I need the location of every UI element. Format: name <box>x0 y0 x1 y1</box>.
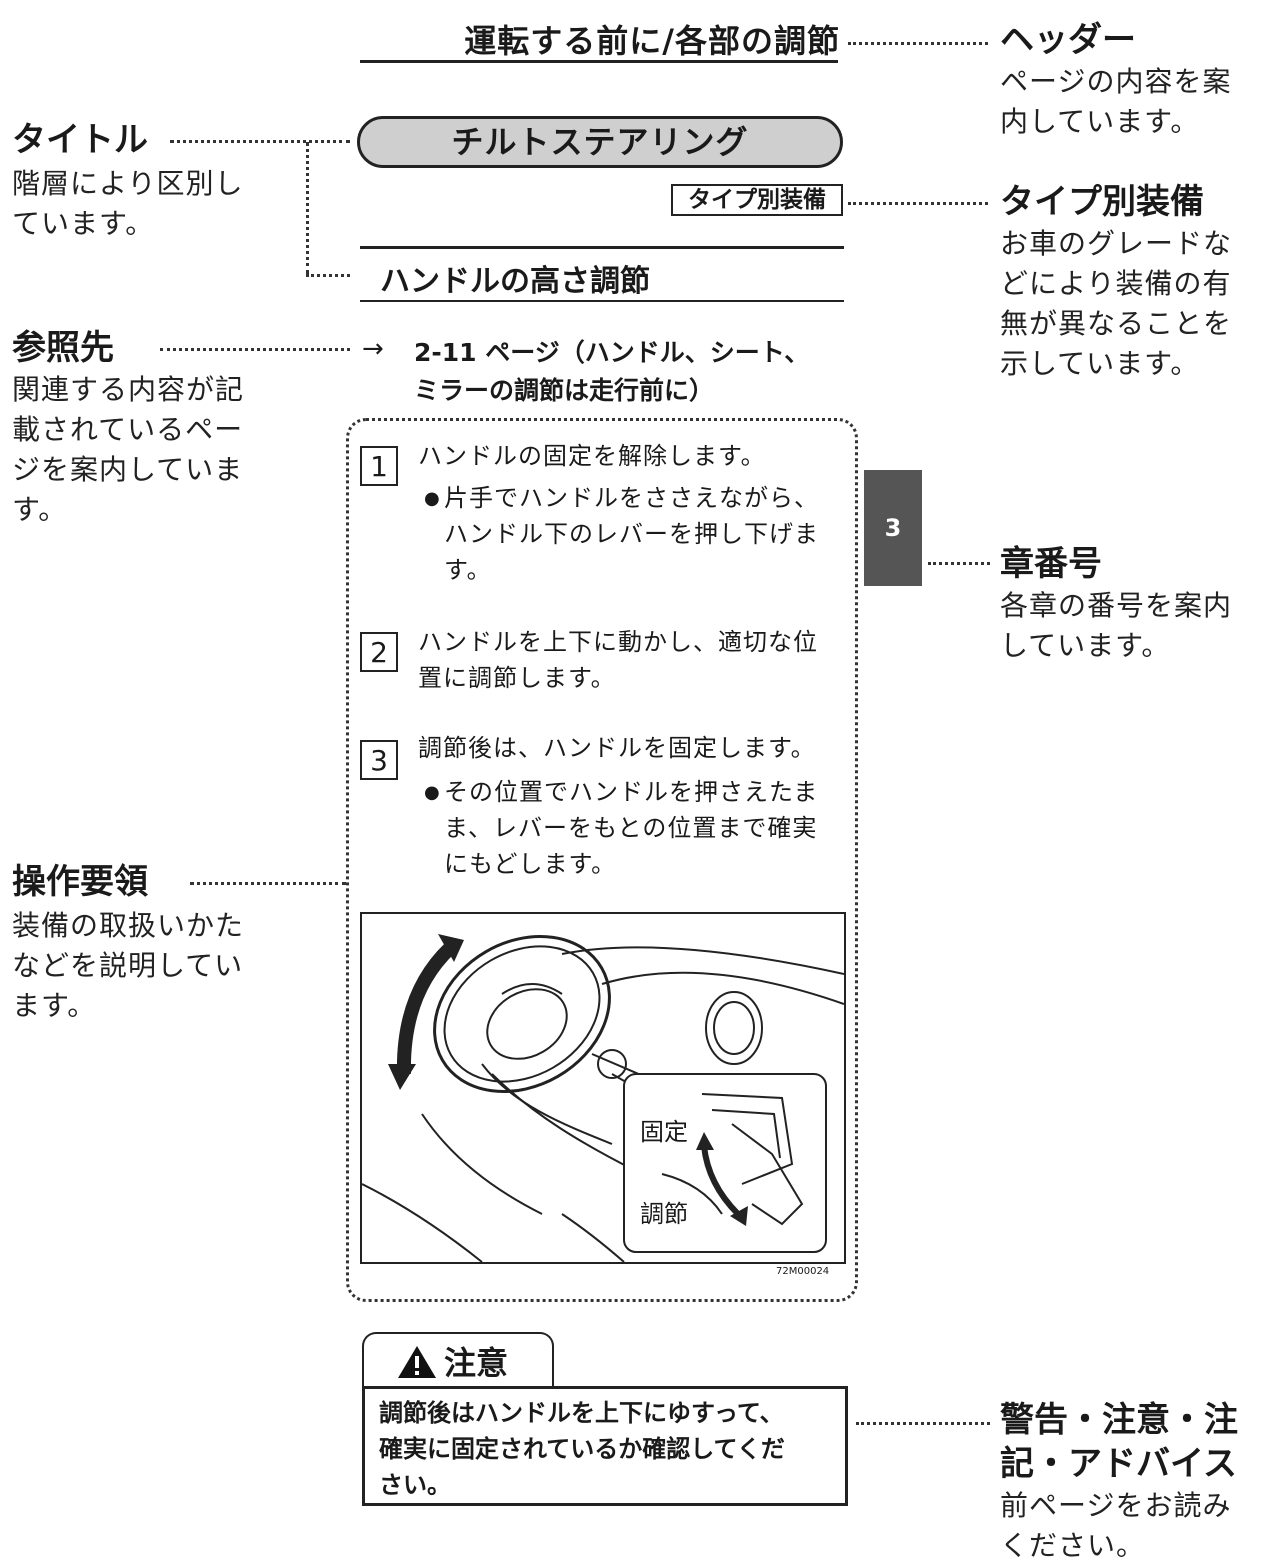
bullet-line: ハンドル下のレバーを押し下げま <box>444 520 819 548</box>
step-text-1: ハンドルの固定を解除します。 <box>418 442 766 470</box>
annotation-title-heading: タイトル <box>12 120 148 160</box>
caution-tab <box>362 1332 554 1388</box>
annotation-warning-desc: 前ページをお読み ください。 <box>1000 1486 1231 1566</box>
warning-triangle-icon <box>398 1346 436 1378</box>
bullet-line: にもどします。 <box>444 850 617 878</box>
caution-line: さい。 <box>379 1471 451 1499</box>
annotation-line: ください。 <box>1000 1529 1146 1562</box>
annotation-line: お車のグレードな <box>1000 227 1233 260</box>
annotation-line: どにより装備の有 <box>1000 267 1232 300</box>
annotation-line: しています。 <box>1000 629 1171 662</box>
annotation-header-heading: ヘッダー <box>1000 20 1136 60</box>
annotation-line: 示しています。 <box>1000 347 1200 380</box>
annotation-line: 無が異なることを <box>1000 307 1233 340</box>
annotation-chapter-heading: 章番号 <box>1000 544 1102 584</box>
steering-illustration <box>360 912 846 1264</box>
annotation-reference-desc: 関連する内容が記 載されているペー ジを案内していま す。 <box>12 370 244 530</box>
leader-line-subsection <box>306 274 350 277</box>
bullet-line: す。 <box>444 556 492 584</box>
reference-line-1: 2-11 ページ（ハンドル、シート、 <box>414 338 810 367</box>
annotation-line: 関連する内容が記 <box>12 373 245 406</box>
caution-line: 調節後はハンドルを上下にゆすって、 <box>379 1399 784 1427</box>
annotation-line: す。 <box>12 493 68 526</box>
step-line: ハンドルを上下に動かし、適切な位 <box>418 628 818 656</box>
subsection-rule-bottom <box>360 300 844 302</box>
label-fix: 固定 <box>640 1118 688 1146</box>
annotation-procedure-desc: 装備の取扱いかた などを説明してい ます。 <box>12 906 244 1026</box>
reference-link[interactable]: 2-11 ページ（ハンドル、シート、 ミラーの調節は走行前に） <box>414 334 854 410</box>
section-title: チルトステアリング <box>357 116 843 168</box>
step-bullet-1: 片手でハンドルをささえながら、 ハンドル下のレバーを押し下げま す。 <box>444 480 854 588</box>
type-equipment-tag: タイプ別装備 <box>671 184 843 216</box>
annotation-line: 載されているペー <box>12 413 244 446</box>
step-bullet-3: その位置でハンドルを押さえたま ま、レバーをもとの位置まで確実 にもどします。 <box>444 774 854 882</box>
step-line: 置に調節します。 <box>418 664 616 692</box>
caution-body: 調節後はハンドルを上下にゆすって、 確実に固定されているか確認してくだ さい。 <box>362 1386 848 1506</box>
subsection-rule-top <box>360 246 844 249</box>
bullet-line: ま、レバーをもとの位置まで確実 <box>444 814 818 842</box>
annotation-line: 階層により区別し <box>12 167 244 200</box>
leader-line-chapter <box>928 562 990 565</box>
leader-line-type <box>848 202 988 205</box>
annotation-line: 前ページをお読み <box>1000 1489 1232 1522</box>
chapter-tab: 3 <box>864 470 922 586</box>
annotation-header-desc: ページの内容を案 内しています。 <box>1000 62 1231 142</box>
annotation-chapter-desc: 各章の番号を案内 しています。 <box>1000 586 1232 666</box>
annotation-line: ています。 <box>12 207 155 240</box>
annotation-type-desc: お車のグレードな どにより装備の有 無が異なることを 示しています。 <box>1000 224 1232 384</box>
annotation-warning-heading: 警告・注意・注 記・アドバイス <box>1000 1398 1238 1486</box>
annotation-procedure-heading: 操作要領 <box>12 862 148 902</box>
steering-wheel-drawing <box>361 934 845 1263</box>
step-number-2: 2 <box>360 632 398 672</box>
annotation-line: ジを案内していま <box>12 453 244 486</box>
annotation-heading-line: 警告・注意・注 <box>1000 1400 1238 1440</box>
reference-arrow: → <box>362 334 384 364</box>
annotation-line: ます。 <box>12 989 97 1022</box>
bullet-line: その位置でハンドルを押さえたま <box>444 778 819 806</box>
bullet-dot: ● <box>424 488 440 509</box>
subsection-title: ハンドルの高さ調節 <box>380 264 650 299</box>
annotation-line: 内しています。 <box>1000 105 1200 138</box>
caution-line: 確実に固定されているか確認してくだ <box>379 1435 785 1463</box>
leader-line-warning <box>856 1422 990 1425</box>
annotation-line: ページの内容を案 <box>1000 65 1232 98</box>
annotation-type-heading: タイプ別装備 <box>1000 182 1204 222</box>
leader-line-reference <box>160 348 350 351</box>
bullet-dot: ● <box>424 782 440 803</box>
leader-line-procedure <box>190 882 346 885</box>
procedure-box <box>346 418 858 1302</box>
annotation-heading-line: 記・アドバイス <box>1000 1444 1237 1484</box>
image-code: 72M00024 <box>776 1266 830 1277</box>
label-adjust: 調節 <box>640 1200 688 1228</box>
step-number-3: 3 <box>360 740 398 780</box>
page-header: 運転する前に/各部の調節 <box>464 22 840 60</box>
step-number-1: 1 <box>360 446 398 486</box>
reference-line-2: ミラーの調節は走行前に） <box>414 376 715 405</box>
step-text-3: 調節後は、ハンドルを固定します。 <box>418 734 816 762</box>
leader-line-title <box>170 140 350 143</box>
annotation-line: 装備の取扱いかた <box>12 909 245 942</box>
header-rule <box>360 60 838 63</box>
step-text-2: ハンドルを上下に動かし、適切な位 置に調節します。 <box>418 624 858 696</box>
leader-line-header <box>848 42 988 45</box>
caution-label: 注意 <box>444 1344 509 1382</box>
leader-line-title-vertical <box>306 142 309 274</box>
annotation-line: などを説明してい <box>12 949 244 982</box>
annotation-title-desc: 階層により区別し ています。 <box>12 164 243 244</box>
annotation-reference-heading: 参照先 <box>12 328 114 368</box>
bullet-line: 片手でハンドルをささえながら、 <box>444 484 819 512</box>
annotation-line: 各章の番号を案内 <box>1000 589 1233 622</box>
